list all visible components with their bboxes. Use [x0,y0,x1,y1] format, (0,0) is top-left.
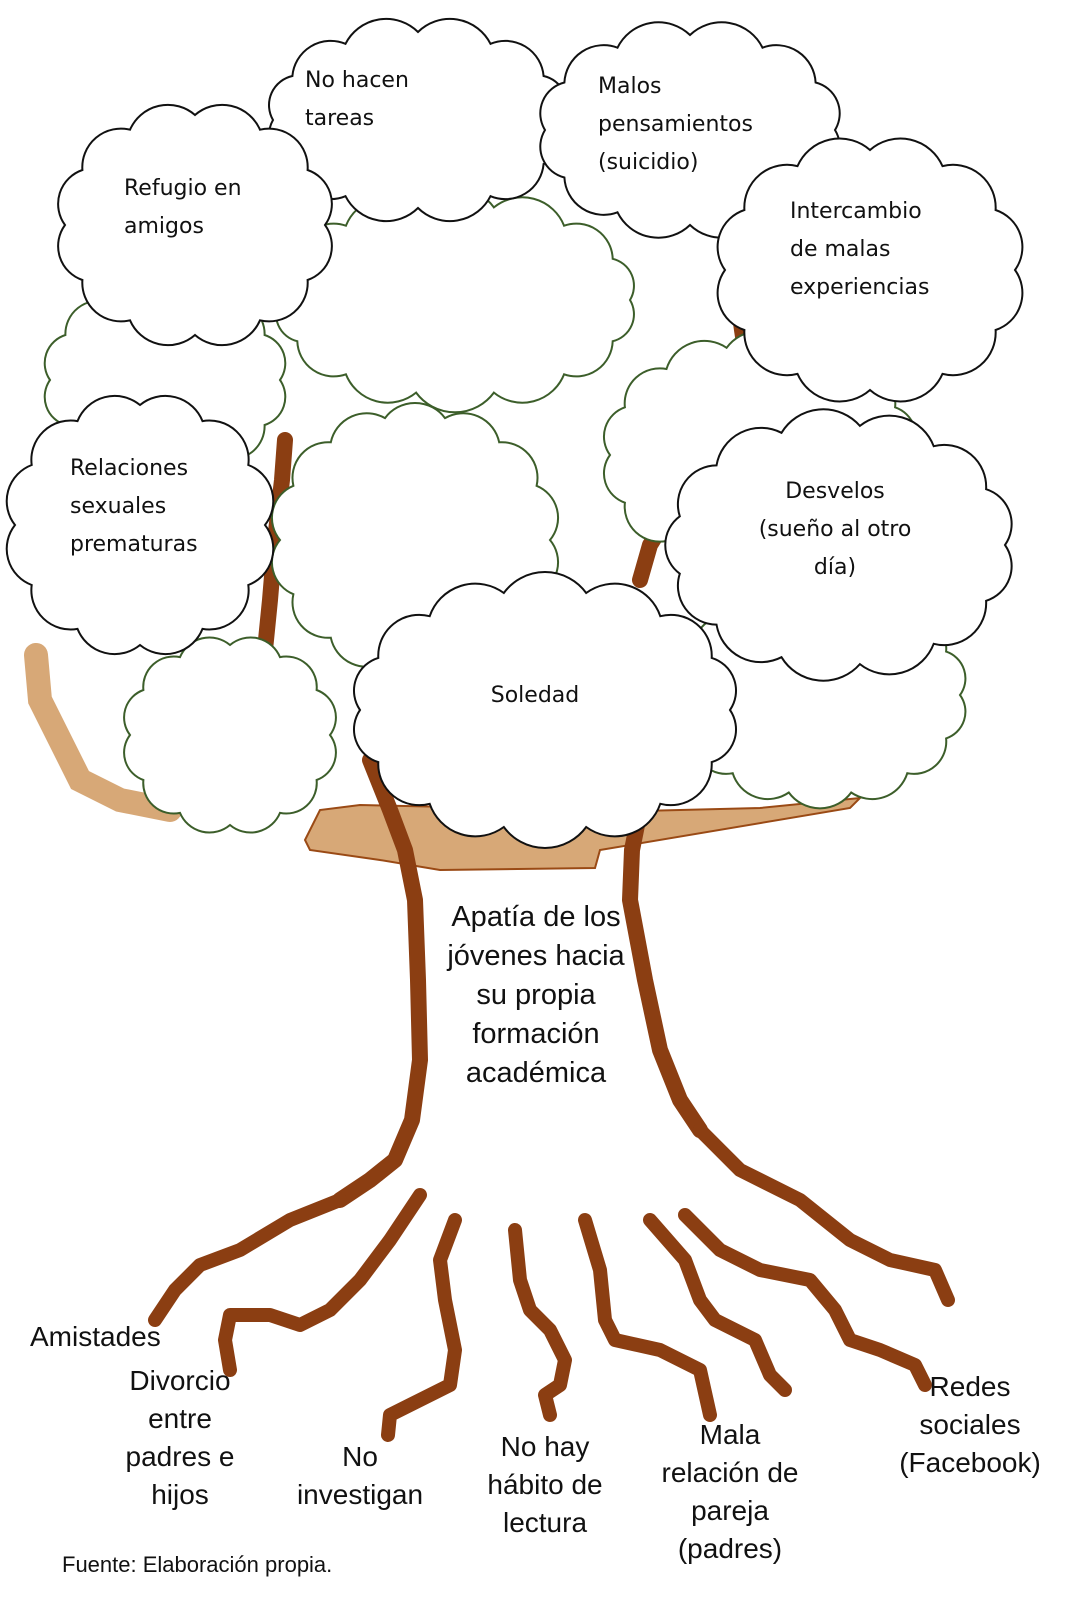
root-label-divorcio: Divorcio entre padres e hijos [125,1365,235,1510]
cloud-relaciones-sexuales-prematuras [5,395,275,655]
trunk-label-central-problem: Apatía de los jóvenes hacia su propia fo… [447,901,625,1089]
cloud-desvelos [664,408,1013,682]
figure-source-note: Fuente: Elaboración propia. [62,1552,333,1577]
leaf-puff-4 [123,636,337,834]
branch-label-relaciones-sexuales-prematuras: Relaciones sexuales prematuras [70,456,198,557]
cloud-soledad [353,571,737,849]
cloud-refugio-en-amigos [57,103,333,347]
cloud-no-hacen-tareas [268,17,568,223]
branch-label-soledad: Soledad [490,683,580,708]
cloud-intercambio-malas-experiencias [716,137,1024,403]
branch-label-refugio-en-amigos: Refugio en amigos [124,176,242,239]
root-label-amistades: Amistades [30,1321,161,1352]
tree-roots [148,1123,955,1442]
canopy-clouds [5,17,1024,849]
root-label-no-habito-lectura: No hay hábito de lectura [487,1431,603,1538]
root-label-no-investigan: No investigan [296,1441,424,1510]
root-label-redes-sociales: Redes sociales (Facebook) [899,1371,1041,1478]
branch-label-malos-pensamientos: Malos pensamientos (suicidio) [598,74,753,175]
branch-label-intercambio-malas-experiencias: Intercambio de malas experiencias [790,199,930,300]
root-label-mala-relacion-pareja: Mala relación de pareja (padres) [661,1419,799,1564]
branch-label-no-hacen-tareas: No hacen tareas [305,68,409,131]
branch-label-desvelos: Desvelos (sueño al otro día) [758,479,912,580]
